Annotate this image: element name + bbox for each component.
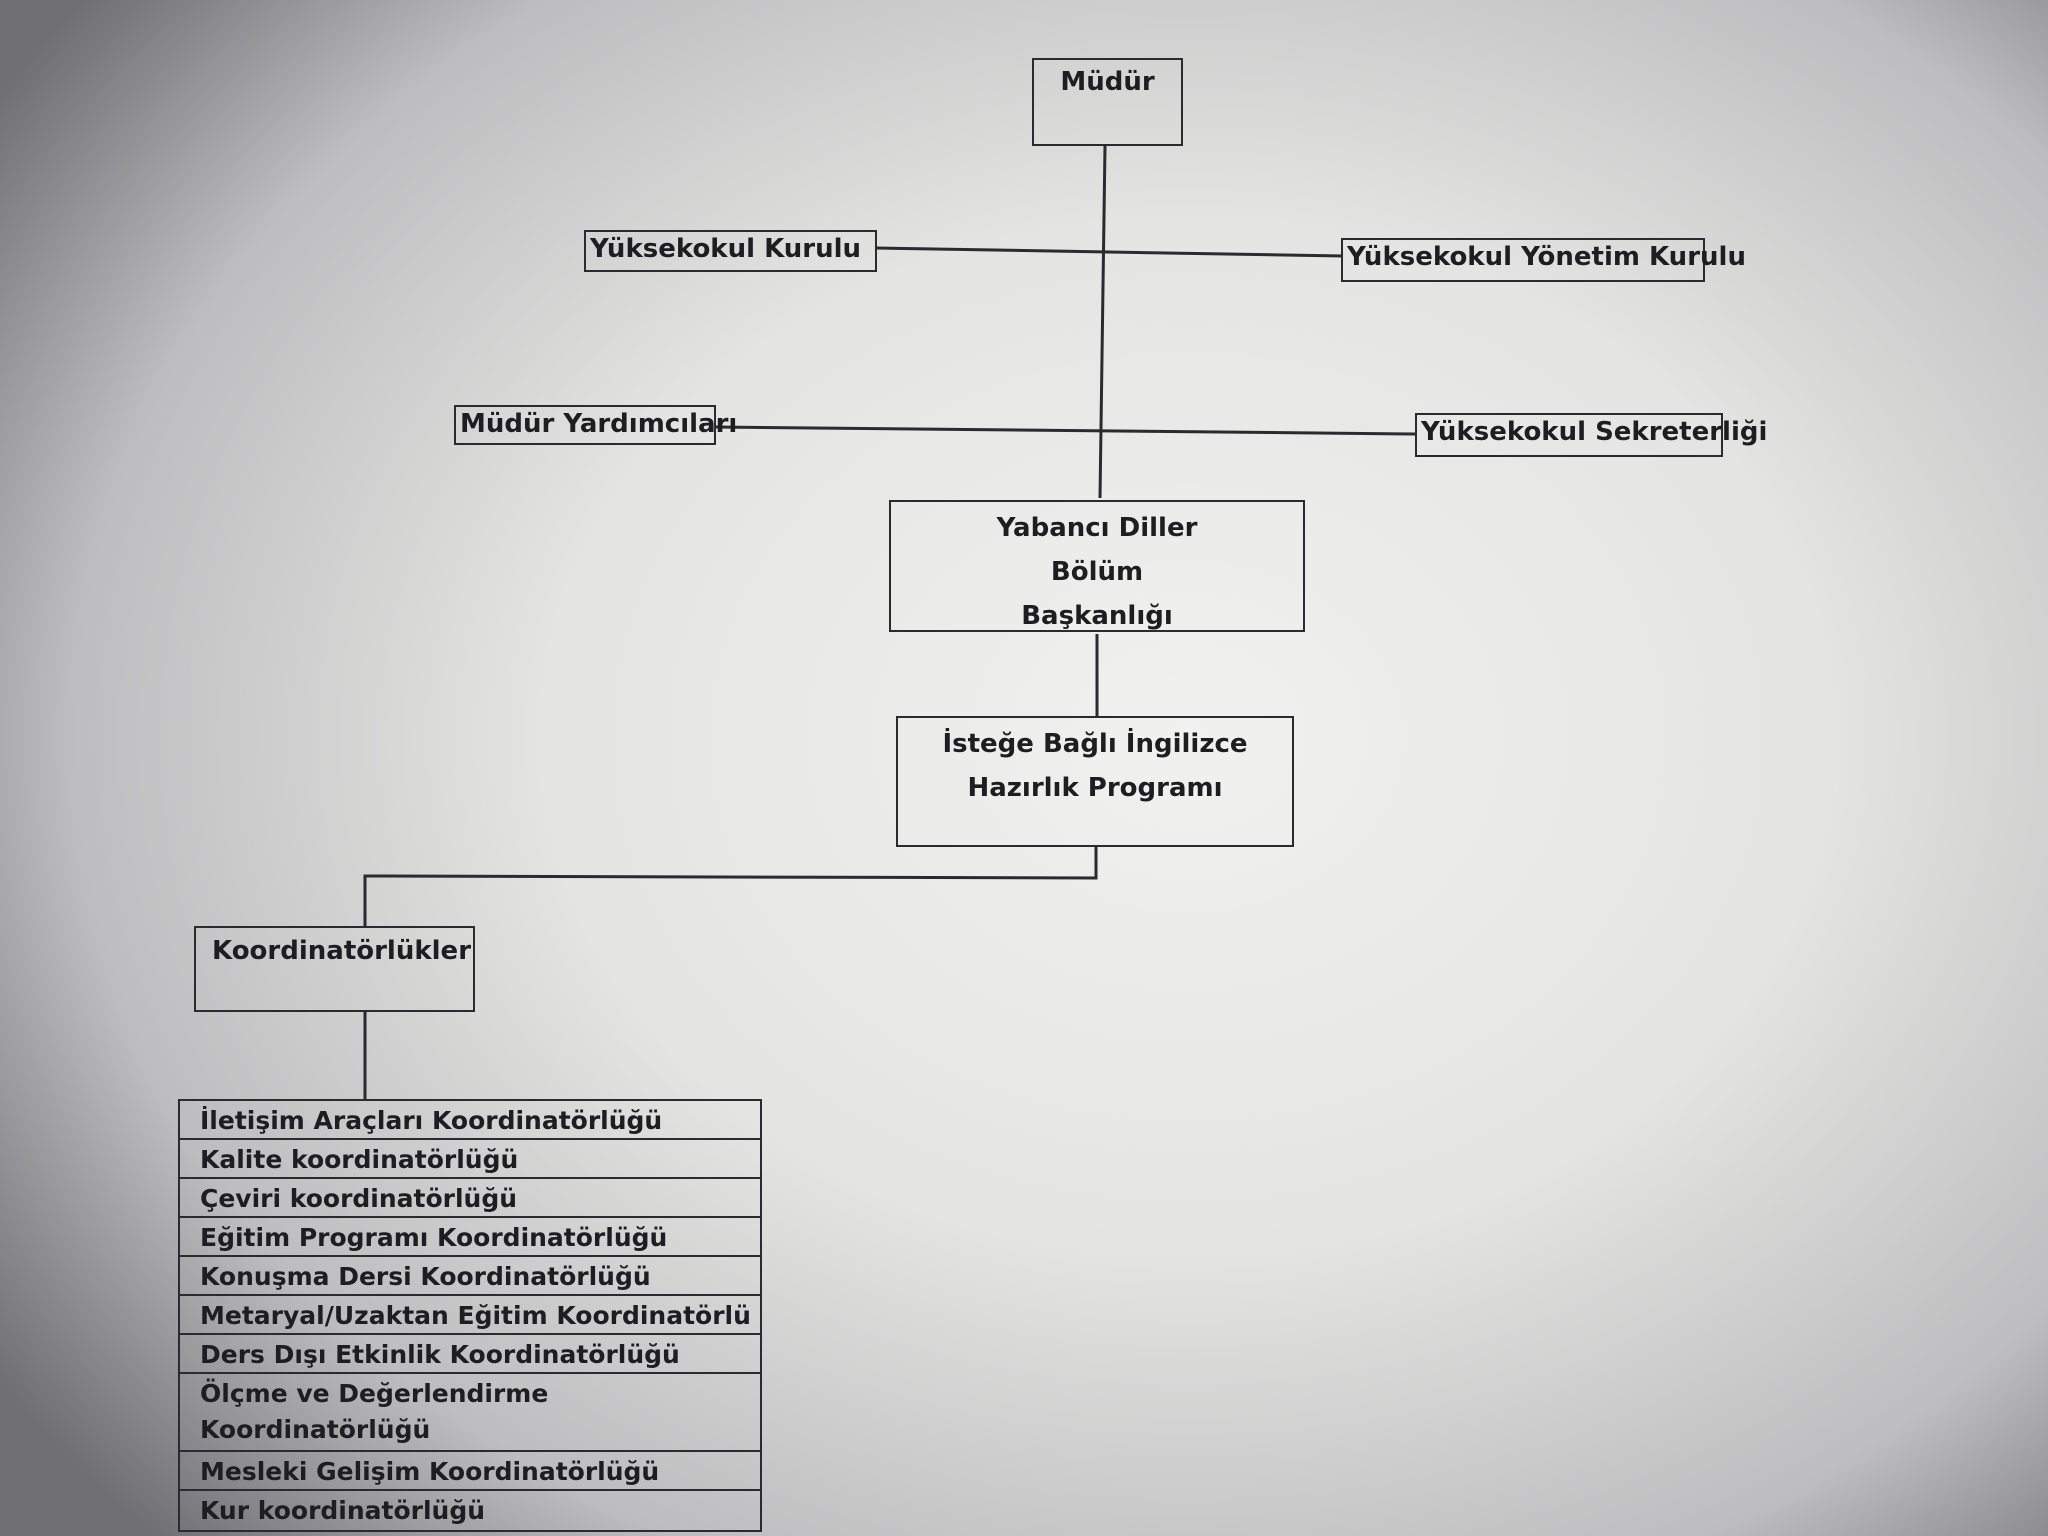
connector-program-to-koord	[363, 847, 1098, 926]
node-koordinatorlukler: Koordinatörlükler	[194, 926, 475, 1012]
connector-kurul-row	[876, 246, 1344, 258]
coordinatorship-item: Mesleki Gelişim Koordinatörlüğü	[180, 1452, 760, 1491]
node-yuksekokul-sekreterligi: Yüksekokul Sekreterliği	[1415, 413, 1767, 457]
node-yuksekokul-yonetim-kurulu: Yüksekokul Yönetim Kurulu	[1341, 238, 1746, 282]
coordinatorship-item: Ders Dışı Etkinlik Koordinatörlüğü	[180, 1335, 760, 1374]
node-hazirlik-programi-label: İsteğe Bağlı İngilizce Hazırlık Programı	[942, 729, 1248, 803]
node-hazirlik-programi: İsteğe Bağlı İngilizce Hazırlık Programı	[896, 716, 1294, 847]
coordinatorship-item: Eğitim Programı Koordinatörlüğü	[180, 1218, 760, 1257]
coordinatorship-item: Ölçme ve Değerlendirme Koordinatörlüğü	[180, 1374, 760, 1452]
node-bolum-baskanligi-label: Yabancı Diller Bölüm Başkanlığı	[996, 513, 1198, 631]
coordinatorship-item: Kur koordinatörlüğü	[200, 1496, 486, 1525]
connector-mudur-trunk	[1098, 145, 1107, 499]
connector-yardimci-row	[714, 425, 1416, 436]
node-yuksekokul-kurulu-label: Yüksekokul Kurulu	[590, 234, 862, 264]
coordinatorship-item: Konuşma Dersi Koordinatörlüğü	[180, 1257, 760, 1296]
coordinatorship-list: İletişim Araçları Koordinatörlüğü Kalite…	[178, 1099, 762, 1532]
node-mudur: Müdür	[1032, 58, 1183, 146]
node-yuksekokul-yonetim-kurulu-label: Yüksekokul Yönetim Kurulu	[1347, 242, 1746, 272]
coordinatorship-item: Kalite koordinatörlüğü	[180, 1140, 760, 1179]
coordinatorship-item: Çeviri koordinatörlüğü	[180, 1179, 760, 1218]
node-mudur-label: Müdür	[1060, 67, 1155, 97]
node-yuksekokul-kurulu: Yüksekokul Kurulu	[584, 230, 877, 272]
coordinatorship-item: İletişim Araçları Koordinatörlüğü	[180, 1101, 760, 1140]
node-mudur-yardimcilari: Müdür Yardımcıları	[454, 405, 737, 445]
node-bolum-baskanligi: Yabancı Diller Bölüm Başkanlığı	[889, 500, 1305, 632]
node-mudur-yardimcilari-label: Müdür Yardımcıları	[460, 409, 738, 439]
coordinatorship-item: Metaryal/Uzaktan Eğitim Koordinatörlü	[180, 1296, 760, 1335]
node-koordinatorlukler-label: Koordinatörlükler	[212, 936, 472, 966]
node-yuksekokul-sekreterligi-label: Yüksekokul Sekreterliği	[1421, 417, 1768, 447]
